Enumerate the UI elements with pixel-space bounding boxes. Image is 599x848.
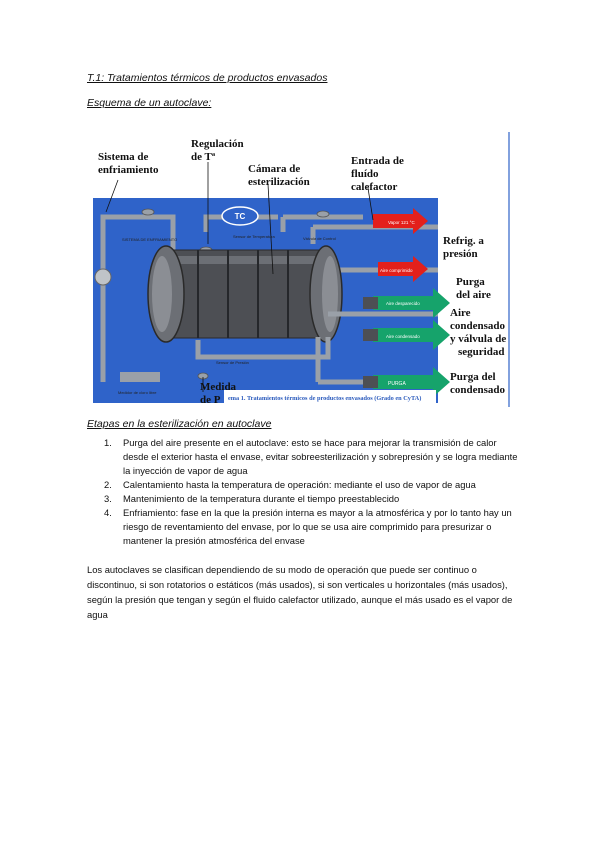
valvula-control-small: Válvula de Control [303, 236, 336, 241]
vapor-small: Vapor 121 °C [388, 220, 415, 225]
green-arrow-purga: PURGA [363, 367, 450, 397]
step-item: 2. Calentamiento hasta la temperatura de … [98, 478, 518, 492]
autoclave-vessel [147, 245, 343, 343]
label-aire-cond-3: y válvula de [450, 333, 506, 345]
autoclave-diagram-svg: SISTEMA DE ENFRIAMIENTO Medidor de cloro… [88, 132, 513, 412]
document-title: T.1: Tratamientos térmicos de productos … [87, 72, 328, 84]
label-aire-cond-2: condensado [450, 320, 506, 332]
purga-small: PURGA [388, 381, 406, 387]
step-number: 1. [104, 437, 112, 448]
label-entrada-2: fluído [351, 168, 379, 180]
label-refrig-1: Refrig. a [443, 235, 484, 247]
red-arrow-vapor: Vapor 121 °C [373, 208, 428, 234]
medidor-small: Medidor de cloro libre [118, 390, 157, 395]
bottom-left-pipe [120, 372, 160, 382]
label-regulacion-1: Regulación [191, 138, 244, 150]
step-number: 3. [104, 493, 112, 504]
cooling-pipes [100, 214, 176, 382]
label-regulacion-2: de Tª [191, 151, 216, 163]
label-sistema-2: enfriamiento [98, 164, 159, 176]
autoclave-diagram: SISTEMA DE ENFRIAMIENTO Medidor de cloro… [88, 132, 513, 412]
step-text: Mantenimiento de la temperatura durante … [123, 493, 400, 504]
label-entrada-3: calefactor [351, 181, 398, 193]
green-arrow-aire-condensado: Aire condensado [363, 320, 450, 350]
aire-desp-small: Aire desparecido [386, 301, 420, 306]
step-number: 2. [104, 479, 112, 490]
sensor-temp-small: Sensor de Temperatura [233, 234, 276, 239]
figure-caption: ema 1. Tratamientos térmicos de producto… [228, 395, 421, 402]
caption-band [224, 390, 436, 404]
sistema-enfriamiento-small: SISTEMA DE ENFRIAMIENTO [122, 237, 177, 242]
section-heading-etapas: Etapas en la esterilización en autoclave [87, 418, 272, 430]
classification-paragraph: Los autoclaves se clasifican dependiendo… [87, 564, 513, 620]
label-refrig-2: presión [443, 248, 478, 260]
label-purga-cond-1: Purga del [450, 371, 496, 383]
red-arrow-aire: Aire comprimido [378, 256, 428, 282]
label-purga-aire-1: Purga [456, 276, 485, 288]
pointer-lines [105, 162, 374, 392]
label-purga-cond-2: condensado [450, 384, 506, 396]
tc-label: TC [235, 212, 246, 221]
step-text: Purga del aire presente en el autoclave:… [123, 437, 518, 476]
step-number: 4. [104, 507, 112, 518]
label-sistema-1: Sistema de [98, 151, 149, 163]
tc-controller [221, 206, 259, 226]
step-text: Calentamiento hasta la temperatura de op… [123, 479, 476, 490]
sensor-presion-small: Sensor de Presión [216, 360, 249, 365]
step-item: 3. Mantenimiento de la temperatura durant… [98, 492, 518, 506]
label-medida-2: de P [200, 394, 221, 406]
section-heading-diagram: Esquema de un autoclave: [87, 97, 212, 109]
green-arrow-aire-desp: Aire desparecido [363, 288, 450, 318]
steps-list: 1. Purga del aire presente en el autoclav… [98, 436, 518, 548]
label-camara-1: Cámara de [248, 163, 300, 175]
label-purga-aire-2: del aire [456, 289, 491, 301]
step-item: 4. Enfriamiento: fase en la que la presió… [98, 506, 518, 548]
step-item: 1. Purga del aire presente en el autoclav… [98, 436, 518, 478]
label-entrada-1: Entrada de [351, 155, 404, 167]
aire-comprimido-small: Aire comprimido [380, 268, 413, 273]
step-text: Enfriamiento: fase en la que la presión … [123, 507, 512, 546]
aire-condensado-small: Aire condensado [386, 334, 420, 339]
cooling-pump [94, 268, 112, 286]
label-aire-cond-1: Aire [450, 307, 471, 319]
label-aire-cond-4: seguridad [458, 346, 504, 358]
label-camara-2: esterilización [248, 176, 310, 188]
